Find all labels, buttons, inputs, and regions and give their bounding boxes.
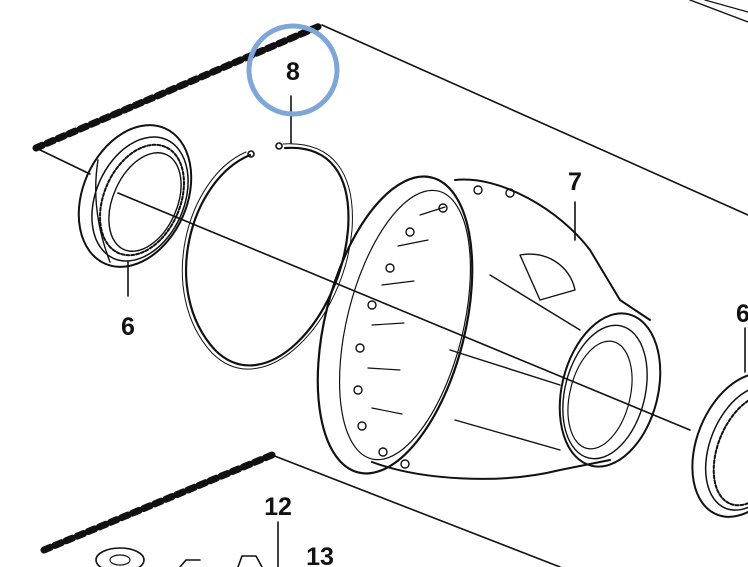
callout-bearing-left: 6 <box>121 313 135 341</box>
housing-part <box>316 175 662 480</box>
callout-part-12: 12 <box>264 493 292 521</box>
callout-housing: 7 <box>568 168 582 196</box>
left-bearing-part <box>77 124 193 268</box>
highlight-circle <box>246 23 340 117</box>
callout-part-13: 13 <box>306 543 334 567</box>
bottom-parts <box>95 547 263 567</box>
flange-bolt-holes <box>353 185 515 469</box>
leader-lines <box>127 95 746 567</box>
right-bearing-part <box>691 372 748 518</box>
assembly-reference-lines <box>32 0 748 567</box>
snap-ring-part <box>181 142 353 370</box>
callout-bearing-right: 6 <box>736 300 748 328</box>
flange-pockets <box>367 206 446 415</box>
callout-ring: 8 <box>286 58 300 86</box>
center-axis-line <box>117 192 691 431</box>
